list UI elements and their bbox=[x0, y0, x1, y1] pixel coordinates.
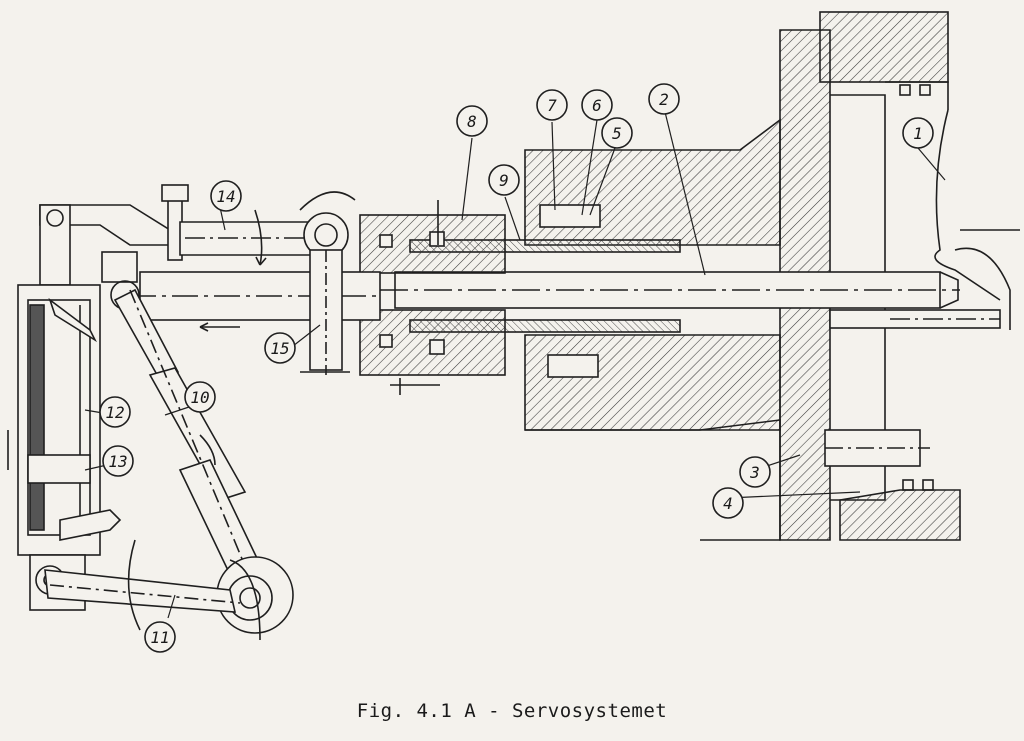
callout-10: 10 bbox=[190, 388, 209, 407]
cylinder-12 bbox=[7, 204, 122, 611]
main-body bbox=[524, 118, 781, 541]
callout-2: 2 bbox=[659, 90, 669, 109]
callout-11: 11 bbox=[150, 628, 169, 647]
callout-5: 5 bbox=[612, 124, 622, 143]
lever-11 bbox=[44, 539, 261, 641]
callout-4: 4 bbox=[723, 494, 733, 513]
callout-15: 15 bbox=[270, 339, 289, 358]
callout-14: 14 bbox=[216, 187, 235, 206]
callout-7: 7 bbox=[547, 96, 557, 115]
lever-14 bbox=[39, 184, 356, 375]
coupling-block bbox=[359, 200, 506, 395]
callout-6: 6 bbox=[592, 96, 602, 115]
callout-circles bbox=[99, 83, 934, 653]
callout-13: 13 bbox=[108, 452, 127, 471]
callout-1: 1 bbox=[913, 124, 923, 143]
callout-12: 12 bbox=[105, 403, 124, 422]
figure-caption: Fig. 4.1 A - Servosystemet bbox=[356, 700, 668, 722]
callout-9: 9 bbox=[499, 171, 509, 190]
callout-3: 3 bbox=[749, 463, 760, 482]
callout-8: 8 bbox=[467, 112, 477, 131]
